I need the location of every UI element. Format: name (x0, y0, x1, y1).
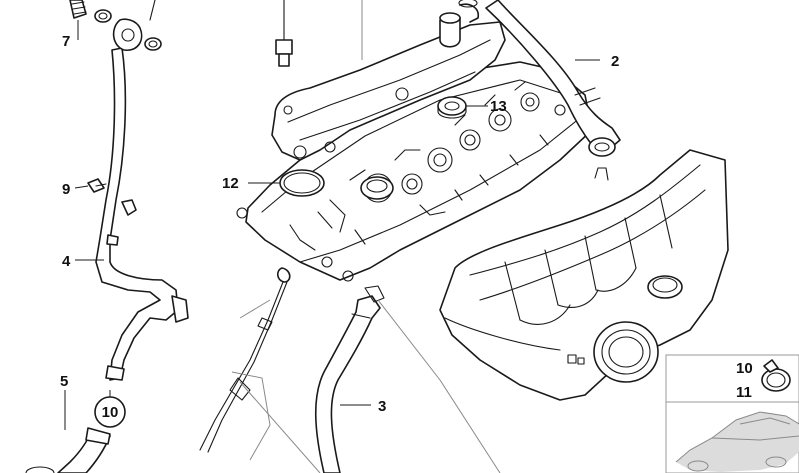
callout-12: 12 (222, 175, 239, 192)
intake-manifold (439, 149, 729, 401)
callout-9: 9 (62, 181, 70, 198)
leader-lines (64, 20, 600, 430)
callout-4: 4 (62, 253, 71, 270)
screw-9 (87, 178, 107, 193)
callout-3: 3 (378, 398, 386, 415)
inset-callout-10: 10 (736, 360, 753, 377)
assembly-guide-lines (239, 0, 501, 473)
hex-bolt-top (275, 0, 293, 67)
vent-hose-2 (485, 0, 621, 157)
callout-7: 7 (62, 33, 70, 50)
callout-5: 5 (60, 373, 68, 390)
callout-2: 2 (611, 53, 619, 70)
callout-labels: 7 2 13 12 9 4 5 3 (60, 33, 619, 415)
gasket-ring-12 (279, 169, 325, 197)
vehicle-silhouette-icon (675, 411, 799, 472)
hose-5 (25, 427, 111, 473)
vent-hose-3 (314, 285, 385, 473)
banjo-bolt-and-washers (69, 0, 162, 51)
callout-10-circled: 10 (94, 396, 126, 428)
callout-13: 13 (490, 98, 507, 115)
dipstick-guide-tube (95, 18, 189, 381)
crankcase-breather-housing (271, 0, 506, 161)
oil-dipstick (199, 267, 291, 461)
hose-clamp-icon (761, 359, 791, 392)
inset-panel: 10 11 (665, 354, 799, 473)
inset-callout-11: 11 (736, 384, 752, 401)
callout-10-circled-text: 10 (102, 404, 119, 421)
